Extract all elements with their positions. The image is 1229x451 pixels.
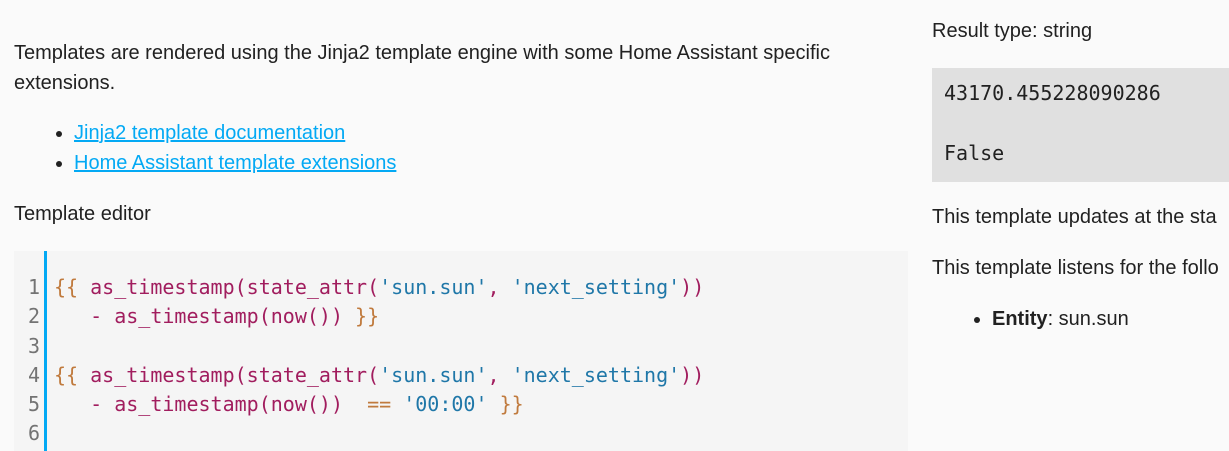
ha-extensions-link[interactable]: Home Assistant template extensions (74, 152, 397, 174)
result-type-label: Result type: string (932, 20, 1093, 42)
code-token: == (367, 392, 392, 417)
code-line: {{ as_timestamp(state_attr('sun.sun', 'n… (54, 361, 704, 390)
code-token: 'next_setting' (511, 362, 681, 387)
entity-label: Entity (992, 308, 1048, 330)
code-line (54, 419, 704, 448)
code-token: 'sun.sun' (379, 275, 488, 299)
docs-links: Jinja2 template documentation Home Assis… (14, 118, 396, 178)
template-editor-label: Template editor (14, 203, 151, 225)
template-code[interactable]: {{ as_timestamp(state_attr('sun.sun', 'n… (54, 273, 704, 449)
code-token: - as_timestamp(now()) (54, 304, 356, 329)
code-token: , (487, 275, 512, 299)
result-line: False (944, 141, 1005, 165)
line-number: 2 (27, 304, 40, 329)
line-number: 4 (27, 362, 40, 387)
link-item: Jinja2 template documentation (74, 118, 396, 148)
entity-list: Entity: sun.sun (932, 305, 1129, 333)
code-token: 'next_setting' (511, 275, 681, 299)
gutter-divider (44, 251, 47, 451)
code-token: , (487, 362, 512, 387)
line-number: 5 (27, 392, 40, 417)
code-token: )) (680, 362, 705, 387)
listen-note: This template listens for the follo (932, 257, 1219, 279)
code-token (391, 392, 403, 416)
line-number: 3 (27, 333, 40, 358)
code-token: )) (680, 275, 705, 299)
update-note: This template updates at the sta (932, 206, 1217, 228)
code-token: 'sun.sun' (379, 362, 488, 387)
code-line (54, 332, 704, 361)
line-number: 6 (27, 421, 40, 446)
entity-item: Entity: sun.sun (992, 305, 1129, 333)
code-token: '00:00' (403, 392, 488, 417)
result-output: 43170.455228090286 False (932, 68, 1229, 182)
code-token (488, 392, 500, 416)
link-item: Home Assistant template extensions (74, 148, 396, 178)
code-token: as_timestamp(state_attr( (78, 275, 380, 299)
code-token: {{ (54, 362, 79, 387)
line-number-gutter: 1 2 3 4 5 6 (14, 273, 44, 449)
code-token: {{ (54, 275, 79, 299)
code-token: - as_timestamp(now()) (54, 392, 368, 417)
jinja2-docs-link[interactable]: Jinja2 template documentation (74, 122, 346, 144)
entity-value: : sun.sun (1047, 308, 1129, 330)
result-line: 43170.455228090286 (944, 81, 1161, 105)
code-line: - as_timestamp(now()) == '00:00' }} (54, 390, 704, 419)
code-token: as_timestamp(state_attr( (78, 362, 380, 387)
code-line: - as_timestamp(now()) }} (54, 302, 704, 331)
line-number: 1 (27, 275, 40, 299)
code-token: }} (499, 392, 524, 417)
code-line: {{ as_timestamp(state_attr('sun.sun', 'n… (54, 273, 704, 302)
code-token: }} (355, 304, 380, 329)
intro-text: Templates are rendered using the Jinja2 … (14, 42, 830, 94)
